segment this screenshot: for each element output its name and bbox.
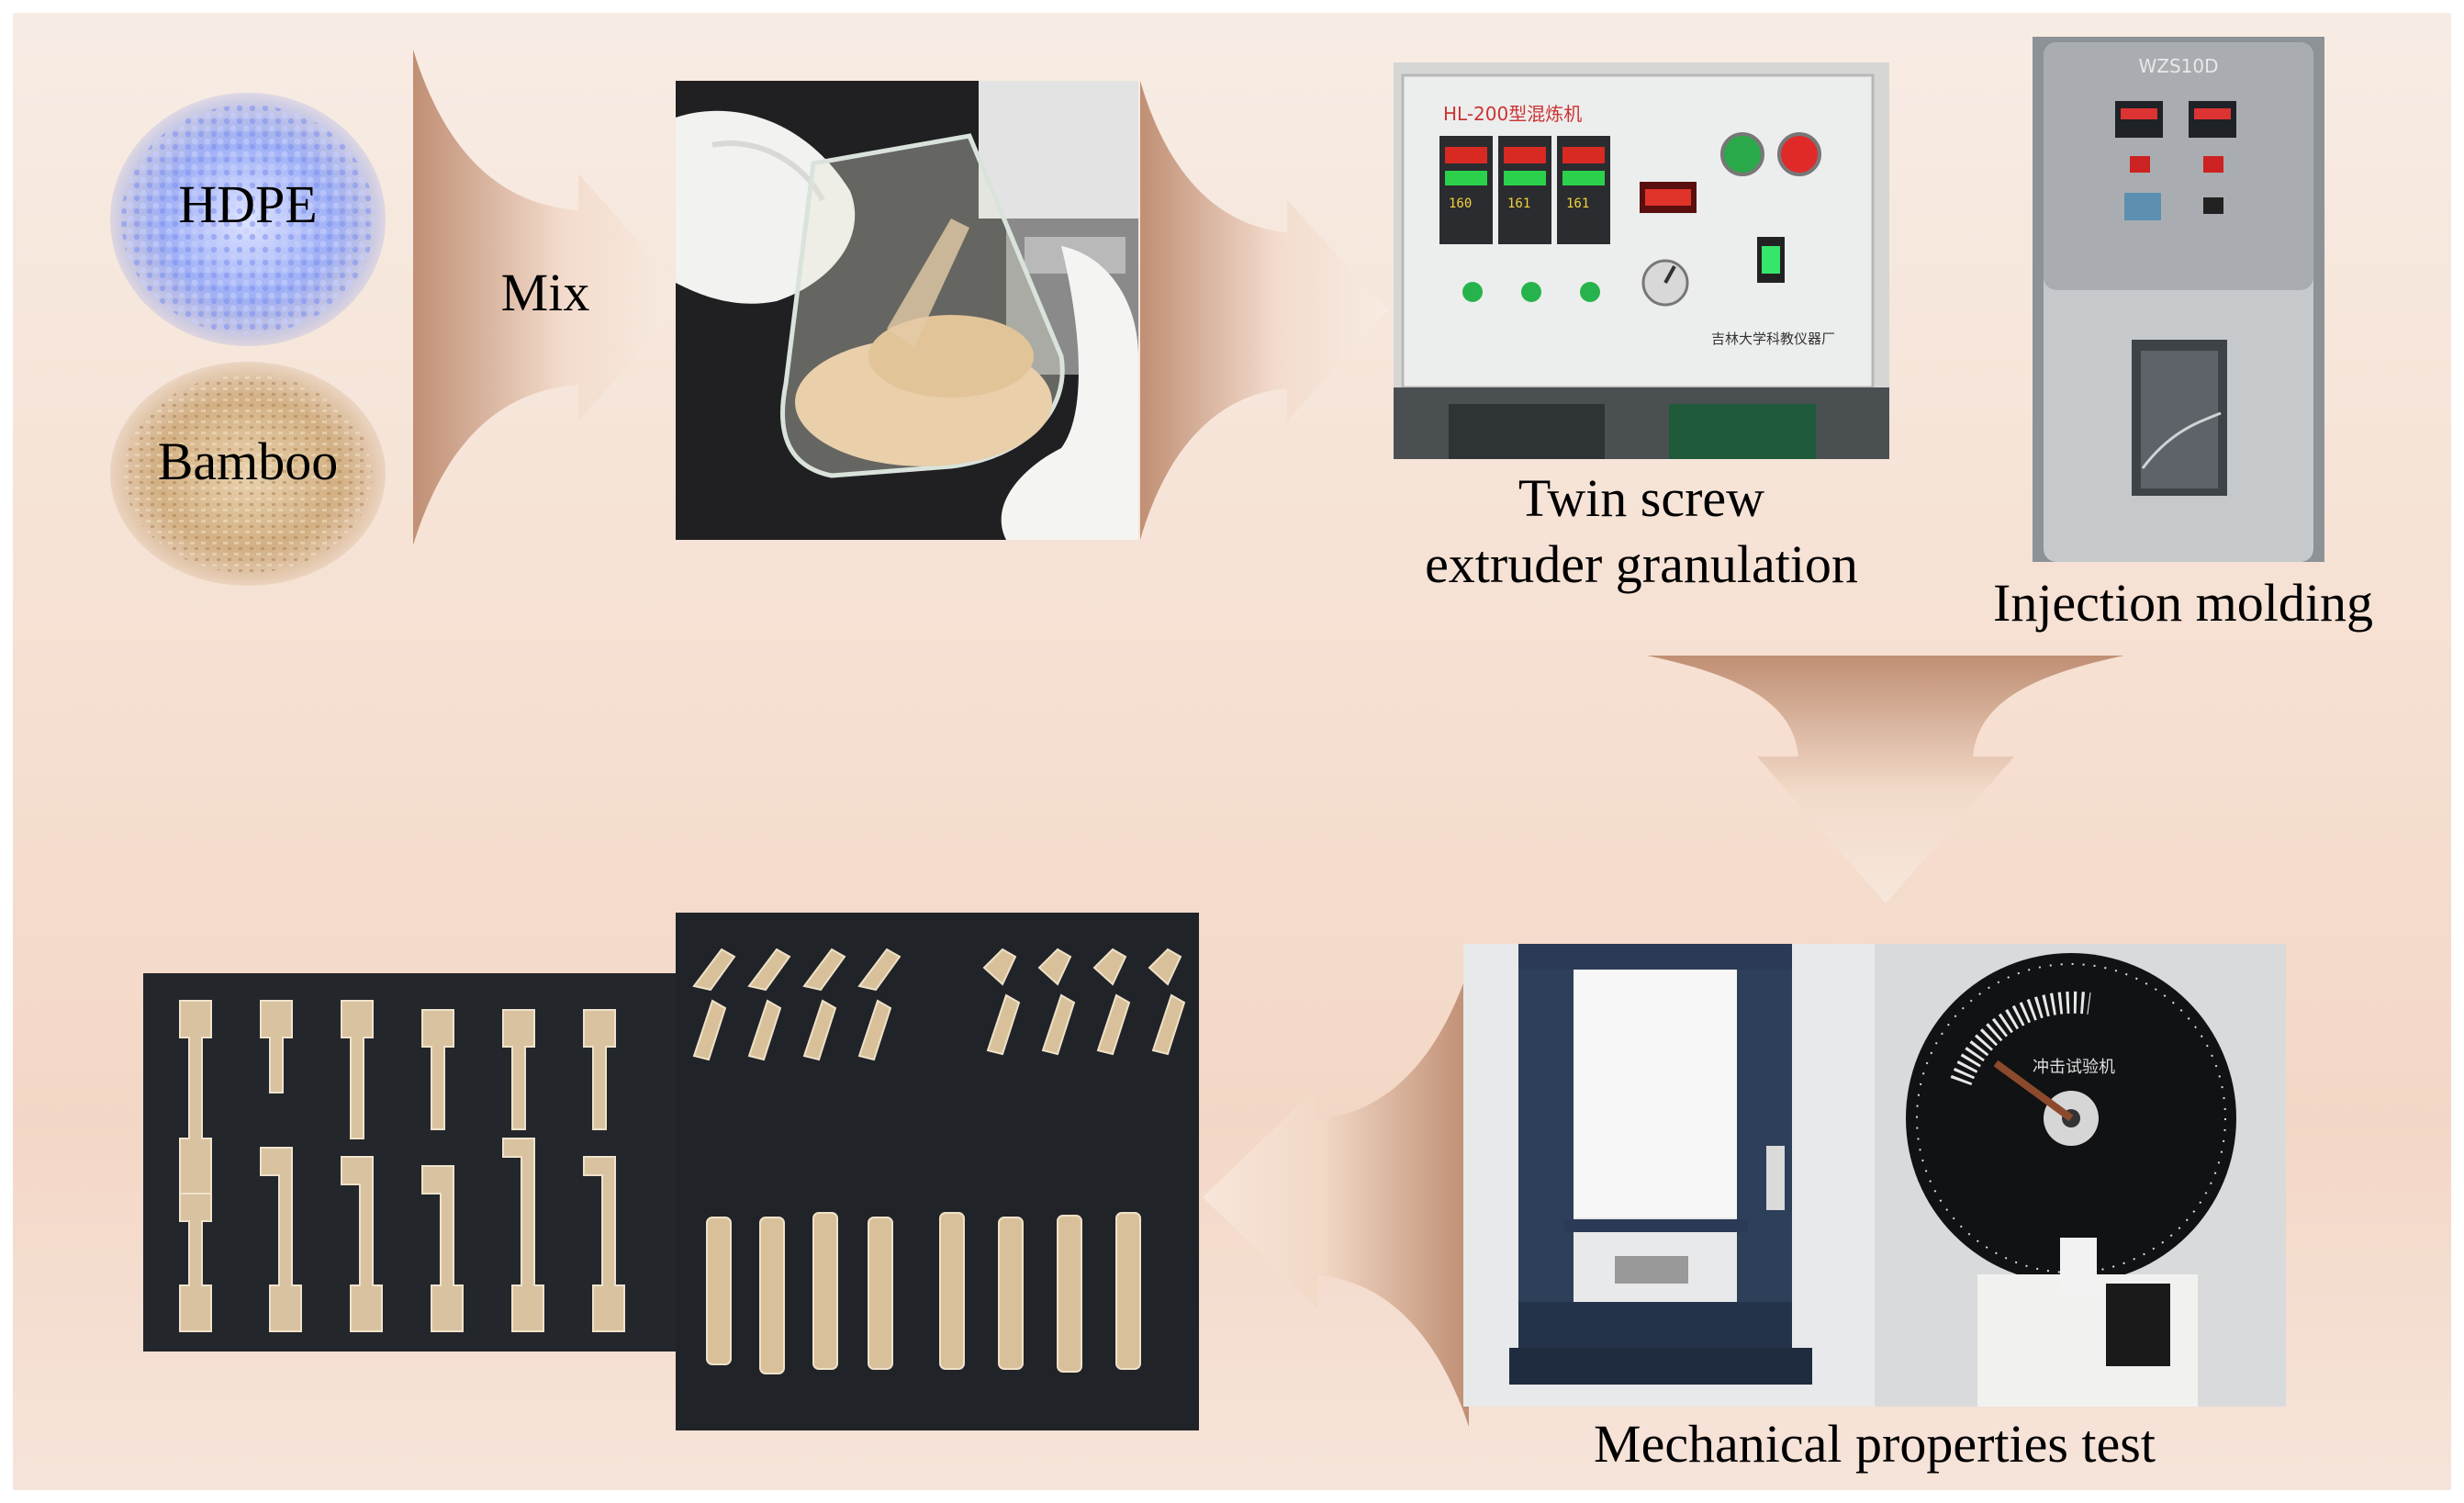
extruder-display-2: 161: [1507, 196, 1531, 211]
twin-screw-extruder-photo: HL-200型混炼机 160 161 161 吉林大学科教仪器厂: [1394, 62, 1889, 459]
mix-label: Mix: [500, 263, 590, 322]
arrow-to-extruder: [1140, 81, 1388, 540]
extruder-label-line1: Twin screw: [1518, 468, 1765, 528]
extruder-model-text: HL-200型混炼机: [1443, 103, 1583, 125]
mixing-photo: [676, 81, 1138, 540]
impact-tester-dial-text: 冲击试验机: [2033, 1058, 2115, 1077]
bamboo-label: Bamboo: [157, 432, 339, 491]
process-flow-canvas: HDPE Bamboo: [13, 13, 2451, 1490]
extruder-display-1: 160: [1449, 196, 1473, 211]
temperature-controller-icon: [1439, 136, 1610, 244]
hdpe-granules-image: [101, 86, 395, 353]
injection-label: Injection molding: [1993, 573, 2373, 633]
impact-specimens-photo: [676, 1162, 1199, 1430]
extruder-label-line2: extruder granulation: [1425, 534, 1858, 594]
mechanical-test-photo: 冲击试验机: [1463, 944, 2286, 1407]
test-label: Mechanical properties test: [1594, 1414, 2156, 1474]
arrow-to-testing: [1647, 656, 2124, 903]
tensile-specimens-photo: [143, 973, 676, 1352]
arrow-to-specimens: [1203, 968, 1469, 1427]
extruder-maker-text: 吉林大学科教仪器厂: [1711, 331, 1836, 347]
injection-model-text: WZS10D: [2138, 55, 2219, 77]
bamboo-fiber-image: [101, 353, 395, 591]
extruder-display-3: 161: [1566, 196, 1590, 211]
impact-specimens-broken-photo: [676, 913, 1199, 1162]
mix-arrow: [413, 50, 689, 545]
injection-molding-photo: WZS10D: [2033, 37, 2324, 562]
hdpe-label: HDPE: [178, 174, 318, 234]
